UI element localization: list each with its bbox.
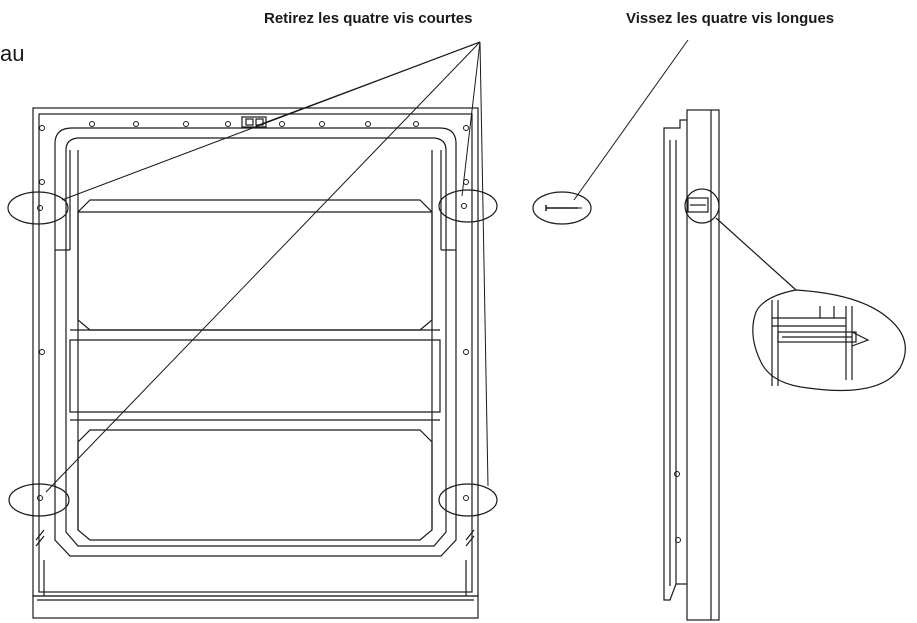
screw-long-screws-label: Vissez les quatre vis longues [626, 10, 835, 27]
long-screw-callout [532, 39, 689, 225]
door-side-view [663, 109, 797, 621]
remove-short-screws-label: Retirez les quatre vis courtes [264, 10, 473, 27]
door-screw-holes [37, 121, 469, 501]
door-front-view [32, 107, 479, 619]
zoomed-detail [752, 289, 906, 392]
short-screw-leader-lines [45, 41, 489, 493]
cropped-edge-text: au [0, 41, 25, 66]
short-screw-callouts [7, 189, 498, 517]
